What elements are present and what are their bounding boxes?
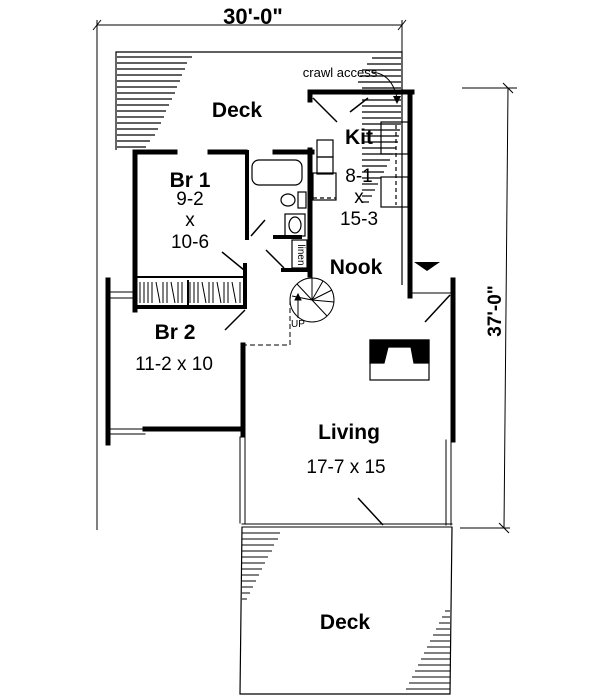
kit-dim-2: x <box>354 187 364 208</box>
room-label-living: Living <box>318 421 380 444</box>
kit-dim-3: 15-3 <box>339 209 379 230</box>
living-dim: 17-7 x 15 <box>306 457 386 478</box>
kit-dim-1: 8-1 <box>345 166 373 187</box>
door-swings <box>221 97 451 526</box>
top-deck <box>115 51 403 285</box>
stair-up-label: UP <box>291 319 305 330</box>
overall-depth-label: 37'-0" <box>484 285 506 337</box>
nook-window-marker <box>414 262 440 271</box>
br1-dim-2: x <box>185 210 195 231</box>
br1-dim-1: 9-2 <box>176 189 204 210</box>
width-dimension-line <box>92 19 407 530</box>
room-label-br1: Br 1 <box>169 169 211 192</box>
bathroom-fixtures <box>251 159 308 269</box>
crawl-access-label: crawl access <box>302 65 378 80</box>
closet-shelving <box>139 280 241 306</box>
room-label-kit: Kit <box>345 126 373 149</box>
deck-hatching <box>117 56 401 203</box>
room-label-nook: Nook <box>329 256 383 279</box>
room-label-deck-top: Deck <box>211 99 263 122</box>
room-label-br2: Br 2 <box>154 321 196 344</box>
spiral-stair <box>245 277 335 346</box>
kitchen-fixtures <box>312 121 409 208</box>
bottom-deck <box>239 526 453 695</box>
linen-label: linen <box>295 244 306 266</box>
depth-dimension-line <box>460 82 517 534</box>
bottom-deck-hatching <box>242 532 450 690</box>
crawl-access-arrow <box>371 71 398 99</box>
overall-width-label: 30'-0" <box>223 4 283 29</box>
br1-dim-3: 10-6 <box>170 232 210 253</box>
room-label-deck-bottom: Deck <box>319 611 371 634</box>
fireplace <box>369 339 430 381</box>
br2-dim: 11-2 x 10 <box>135 354 213 375</box>
walls <box>105 89 456 528</box>
